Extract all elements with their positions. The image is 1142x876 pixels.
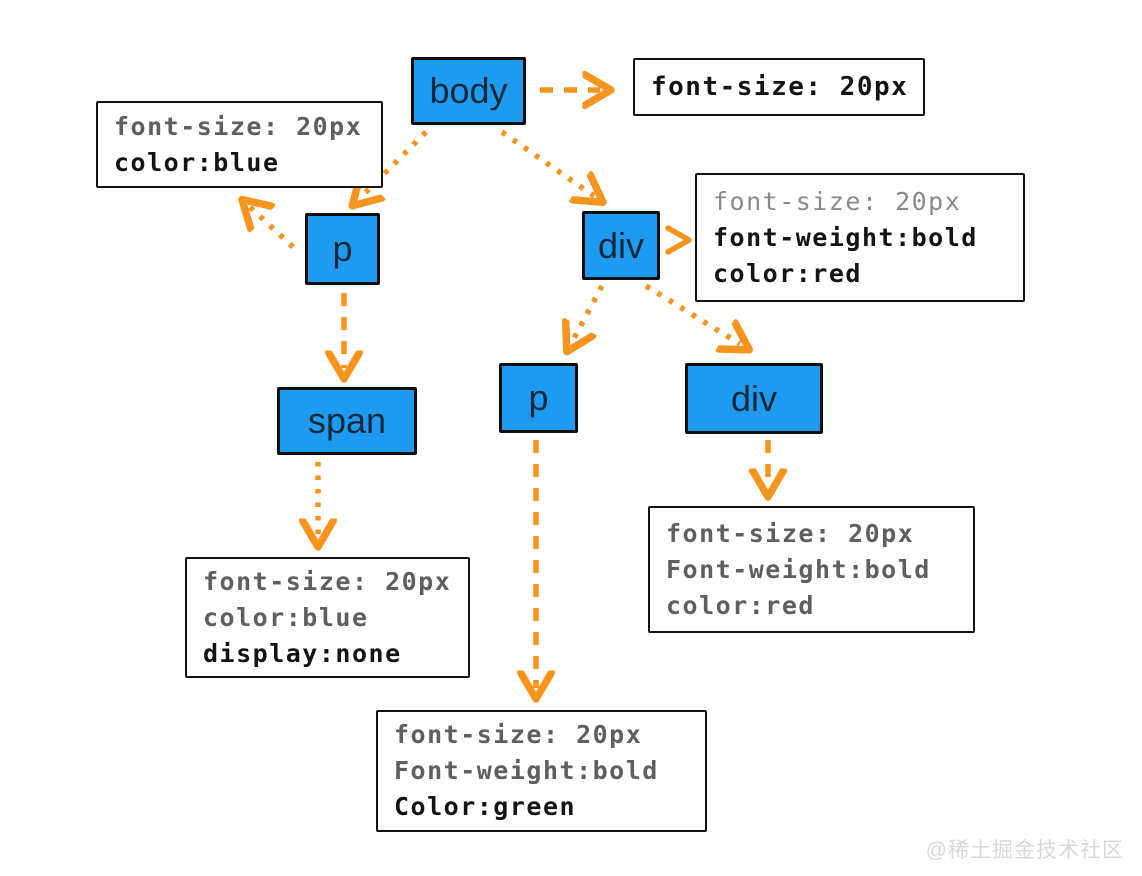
node-div-upper-label: div bbox=[597, 224, 645, 266]
node-div-lower: div bbox=[685, 363, 823, 434]
edge-p-to-pbox bbox=[250, 207, 295, 250]
node-body: body bbox=[411, 57, 526, 125]
style-rule: Font-weight:bold bbox=[666, 554, 931, 584]
node-span: span bbox=[277, 387, 417, 455]
node-p-left-label: p bbox=[332, 228, 353, 269]
style-rule: display:none bbox=[203, 638, 402, 668]
style-rule: color:red bbox=[666, 590, 815, 620]
style-box-div-lower: font-size: 20px Font-weight:bold color:r… bbox=[648, 506, 975, 633]
style-rule: font-size: 20px bbox=[666, 518, 915, 548]
node-div-lower-label: div bbox=[730, 377, 778, 419]
style-rule: font-size: 20px bbox=[114, 111, 363, 141]
style-box-p-middle: font-size: 20px Font-weight:bold Color:g… bbox=[376, 710, 707, 832]
node-p-middle: p bbox=[499, 363, 578, 433]
edge-body-to-div bbox=[500, 129, 594, 196]
style-rule: color:blue bbox=[114, 147, 280, 177]
node-p-left: p bbox=[305, 213, 380, 285]
edge-div-to-divbox-arrowhead bbox=[665, 225, 692, 255]
node-span-label: span bbox=[307, 400, 387, 441]
style-rule: font-size: 20px bbox=[651, 72, 909, 102]
style-box-span: font-size: 20px color:blue display:none bbox=[185, 557, 470, 678]
style-rule: Font-weight:bold bbox=[394, 756, 659, 785]
style-rule: font-size: 20px bbox=[713, 186, 962, 216]
node-body-label: body bbox=[429, 70, 508, 111]
style-rule: Color:green bbox=[394, 792, 577, 821]
style-box-div-upper: font-size: 20px font-weight:bold color:r… bbox=[695, 173, 1025, 302]
style-rule: font-size: 20px bbox=[203, 566, 452, 596]
node-div-upper: div bbox=[582, 211, 660, 280]
style-rule: font-weight:bold bbox=[713, 222, 978, 252]
style-rule: color:red bbox=[713, 258, 862, 288]
node-p-middle-label: p bbox=[528, 377, 549, 418]
style-rule: color:blue bbox=[203, 602, 369, 632]
watermark: @稀土掘金技术社区 bbox=[925, 839, 1124, 862]
edge-div-to-p2 bbox=[572, 284, 605, 342]
style-rule: font-size: 20px bbox=[394, 720, 643, 749]
style-box-p-left: font-size: 20px color:blue bbox=[96, 101, 383, 188]
style-box-body: font-size: 20px bbox=[633, 58, 925, 116]
